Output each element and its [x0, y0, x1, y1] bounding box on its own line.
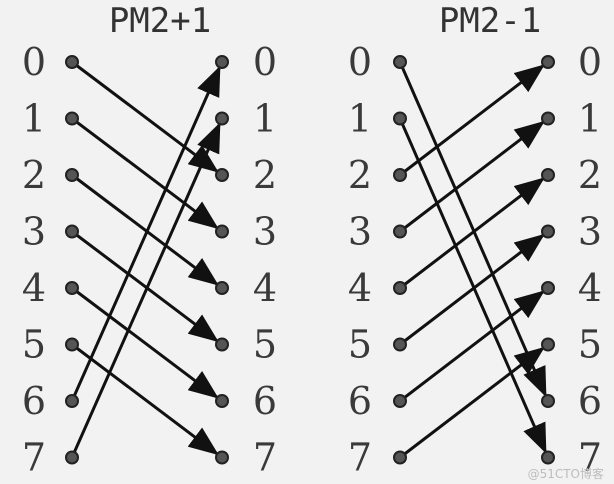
input-node — [65, 55, 79, 69]
output-node — [541, 224, 555, 239]
output-node — [215, 168, 229, 182]
input-node — [393, 394, 407, 408]
output-label: 3 — [578, 210, 602, 254]
output-node — [541, 337, 555, 352]
input-node — [65, 281, 79, 295]
input-label: 4 — [348, 266, 372, 310]
output-label: 6 — [578, 379, 602, 423]
output-label: 0 — [578, 40, 602, 84]
output-node — [215, 55, 229, 69]
wire-0-to-6 — [398, 61, 547, 398]
output-label: 1 — [578, 97, 602, 141]
input-label: 3 — [348, 210, 372, 254]
input-label: 2 — [22, 153, 46, 197]
output-node — [215, 337, 229, 352]
watermark: @51CTO博客 — [528, 466, 604, 481]
wire-2-to-0 — [399, 64, 545, 177]
input-labels-pm2-plus-1: 0 1 2 3 4 5 6 7 — [22, 40, 46, 480]
output-label: 2 — [253, 153, 277, 197]
input-node — [393, 281, 407, 295]
wire-1-to-7 — [398, 117, 547, 454]
input-label: 1 — [22, 97, 46, 141]
input-label: 0 — [348, 40, 372, 84]
wire-1-to-3 — [71, 117, 219, 230]
output-label: 7 — [253, 436, 277, 480]
input-node — [65, 394, 79, 408]
input-node — [393, 55, 407, 69]
output-label: 0 — [253, 40, 277, 84]
output-label: 6 — [253, 379, 277, 423]
output-node — [215, 224, 229, 239]
input-label: 5 — [22, 323, 46, 367]
output-node — [541, 450, 555, 465]
wires-pm2-plus-1 — [70, 60, 221, 459]
input-node — [65, 450, 79, 465]
output-labels-pm2-plus-1: 0 1 2 3 4 5 6 7 — [253, 40, 277, 480]
panel-pm2-minus-1: PM2-1 0 1 2 3 4 5 6 7 0 1 2 3 4 5 6 7 — [348, 1, 602, 480]
output-label: 4 — [578, 266, 602, 310]
panel-pm2-plus-1: PM2+1 0 1 2 3 4 5 6 7 0 1 2 3 4 5 6 7 — [22, 1, 277, 480]
input-label: 0 — [22, 40, 46, 84]
wire-0-to-2 — [71, 60, 219, 173]
wire-5-to-7 — [71, 343, 219, 456]
wire-4-to-6 — [71, 286, 219, 399]
output-label: 1 — [253, 97, 277, 141]
output-node — [215, 111, 229, 126]
wire-3-to-1 — [399, 120, 545, 233]
input-labels-pm2-minus-1: 0 1 2 3 4 5 6 7 — [348, 40, 372, 480]
input-node — [393, 168, 407, 182]
output-label: 5 — [578, 323, 602, 367]
output-label: 2 — [578, 153, 602, 197]
input-node — [393, 450, 407, 465]
output-node — [215, 281, 229, 295]
output-label: 7 — [578, 436, 602, 480]
wire-4-to-2 — [399, 177, 545, 290]
panel-title-pm2-plus-1: PM2+1 — [109, 1, 211, 41]
input-node — [393, 337, 407, 352]
output-node — [541, 111, 555, 126]
wire-2-to-4 — [71, 173, 219, 286]
wire-5-to-3 — [399, 233, 545, 346]
input-label: 6 — [22, 379, 46, 423]
input-label: 2 — [348, 153, 372, 197]
input-label: 7 — [22, 436, 46, 480]
output-node — [215, 450, 229, 465]
output-node — [541, 281, 555, 295]
input-node — [65, 337, 79, 352]
output-label: 5 — [253, 323, 277, 367]
output-node — [541, 394, 555, 408]
panel-title-pm2-minus-1: PM2-1 — [439, 1, 541, 41]
output-node — [541, 168, 555, 182]
input-label: 4 — [22, 266, 46, 310]
input-node — [393, 111, 407, 126]
input-node — [65, 224, 79, 239]
nodes-pm2-minus-1 — [393, 55, 555, 465]
input-label: 5 — [348, 323, 372, 367]
output-label: 3 — [253, 210, 277, 254]
input-label: 1 — [348, 97, 372, 141]
output-label: 4 — [253, 266, 277, 310]
wire-7-to-5 — [399, 346, 545, 459]
input-label: 6 — [348, 379, 372, 423]
input-label: 7 — [348, 436, 372, 480]
wire-3-to-5 — [71, 230, 219, 343]
wire-6-to-0 — [70, 65, 221, 402]
wire-7-to-1 — [70, 122, 221, 459]
wires-pm2-minus-1 — [398, 61, 547, 459]
output-labels-pm2-minus-1: 0 1 2 3 4 5 6 7 — [578, 40, 602, 480]
input-node — [393, 224, 407, 239]
input-node — [65, 111, 79, 126]
output-node — [541, 55, 555, 69]
wire-6-to-4 — [399, 290, 545, 403]
input-node — [65, 168, 79, 182]
output-node — [215, 394, 229, 408]
input-label: 3 — [22, 210, 46, 254]
nodes-pm2-plus-1 — [65, 55, 229, 465]
